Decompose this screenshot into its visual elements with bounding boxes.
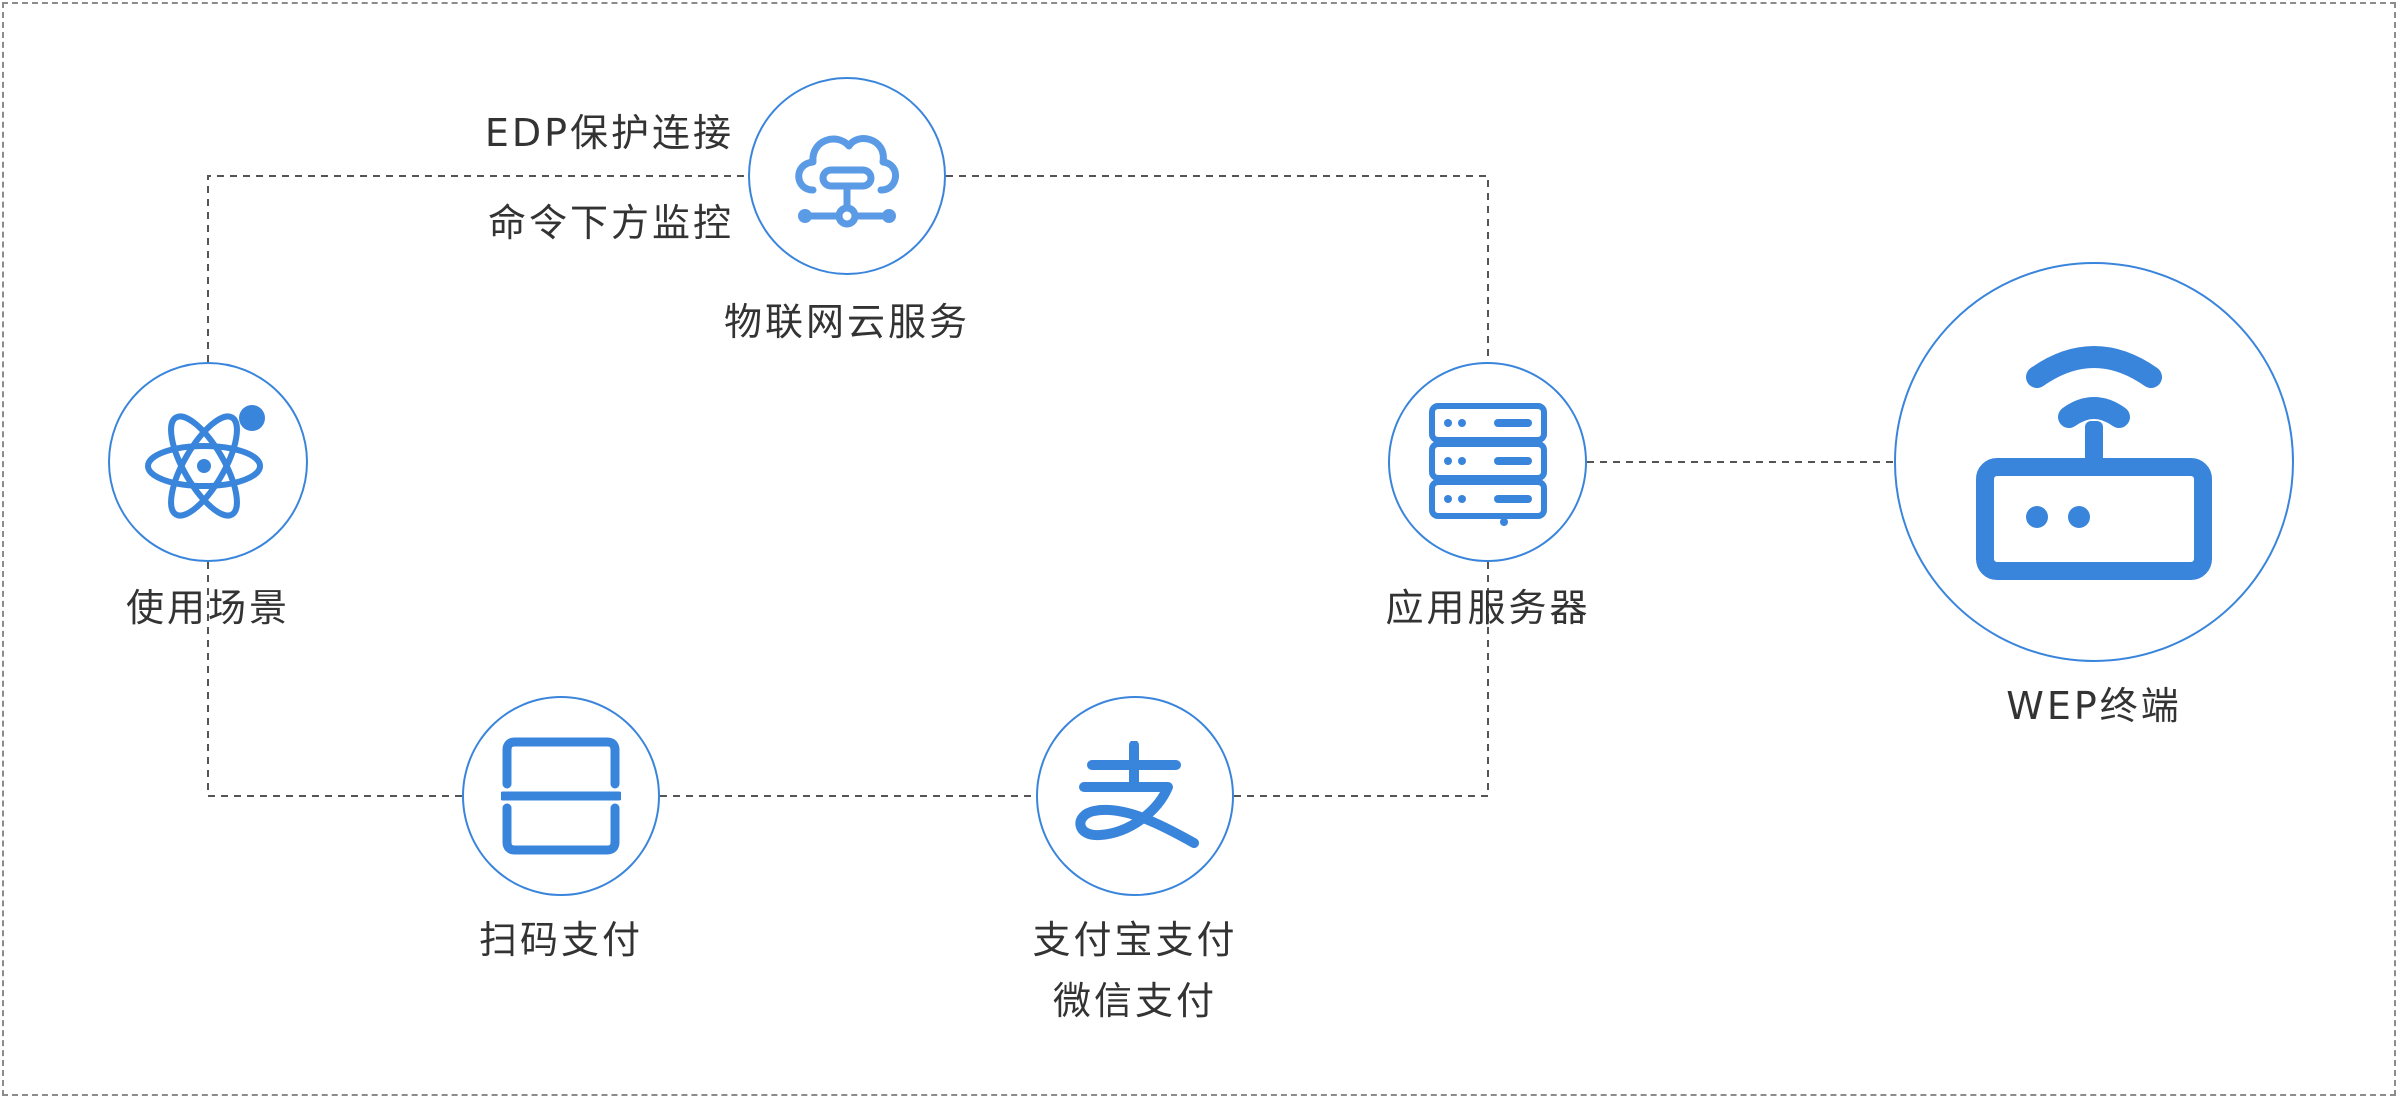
usage-scenario-node <box>108 362 308 562</box>
alipay-node <box>1036 696 1234 896</box>
wifi-router-icon <box>1969 337 2219 587</box>
link-scenario-to-cloud <box>207 175 748 362</box>
application-server-label: 应用服务器 <box>1385 586 1591 630</box>
scan-pay-node <box>462 696 660 896</box>
scan-pay-label: 扫码支付 <box>478 918 644 962</box>
alipay-icon <box>1070 741 1200 851</box>
wechat-pay-label: 微信支付 <box>1052 979 1218 1023</box>
cloud-service-node <box>748 77 946 275</box>
application-server-node <box>1388 362 1587 562</box>
scan-frame-icon <box>501 736 621 856</box>
alipay-label: 支付宝支付 <box>1032 918 1238 962</box>
server-rack-icon <box>1424 398 1552 526</box>
link-cloud-to-server <box>946 175 1489 362</box>
cloud-side-label-edp: EDP保护连接 <box>484 111 734 155</box>
cloud-side-label-command: 命令下方监控 <box>487 201 734 245</box>
link-scenario-to-scanpay <box>207 562 462 797</box>
cloud-network-icon <box>783 112 911 240</box>
wep-terminal-label: WEP终端 <box>2006 684 2182 728</box>
cloud-service-label: 物联网云服务 <box>723 300 971 344</box>
atom-icon <box>144 398 272 526</box>
wep-terminal-node <box>1894 262 2294 662</box>
usage-scenario-label: 使用场景 <box>125 586 291 630</box>
link-alipay-to-server <box>1234 562 1489 797</box>
